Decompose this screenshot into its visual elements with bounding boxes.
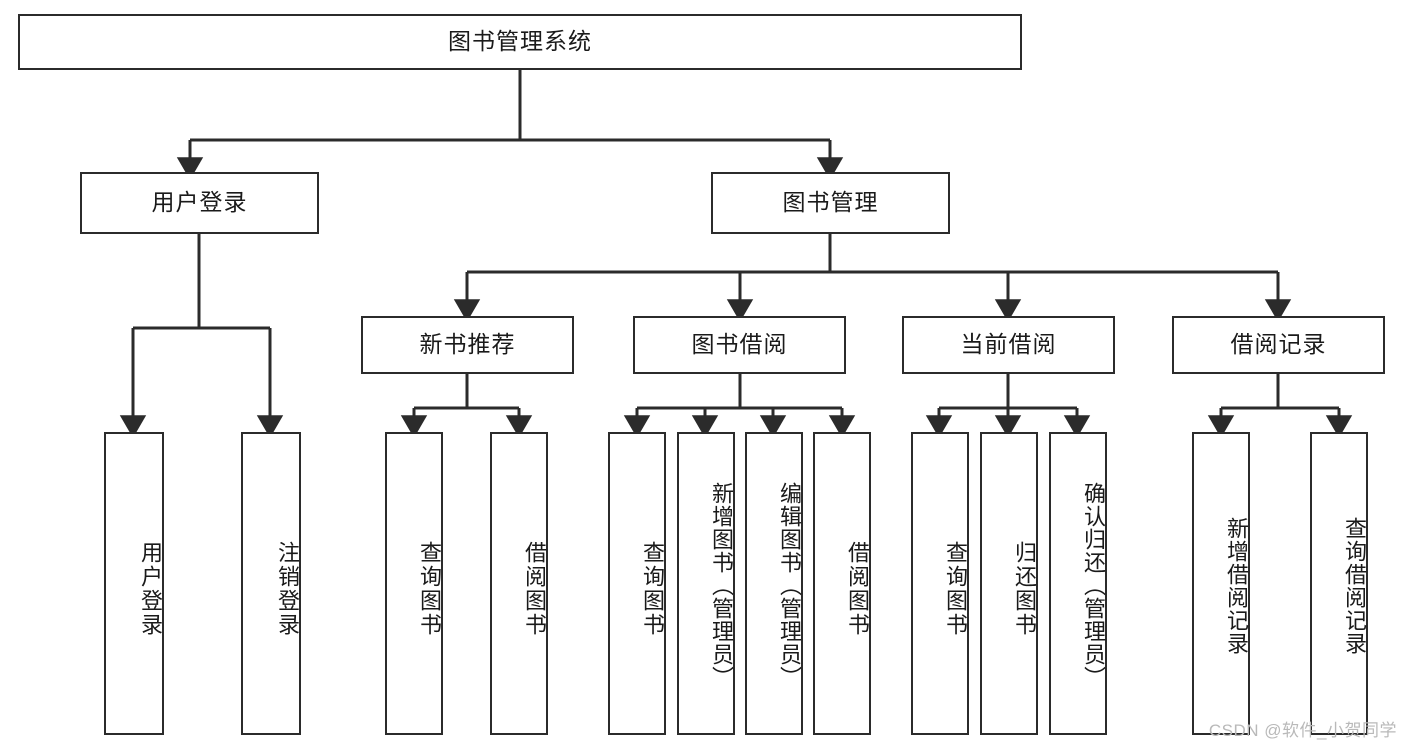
node-user-login[interactable]: 用户登录 <box>80 172 319 234</box>
node-leaf-borrow-book-1[interactable]: 借阅图书 <box>490 432 548 735</box>
node-leaf-query-record[interactable]: 查询借阅记录 <box>1310 432 1368 735</box>
node-leaf-add-book[interactable]: 新增图书（管理员） <box>677 432 735 735</box>
node-leaf-query-book-2[interactable]: 查询图书 <box>608 432 666 735</box>
node-borrow-record[interactable]: 借阅记录 <box>1172 316 1385 374</box>
node-leaf-user-logout[interactable]: 注销登录 <box>241 432 301 735</box>
node-leaf-return-book[interactable]: 归还图书 <box>980 432 1038 735</box>
watermark-text: CSDN @软件_小贺同学 <box>1208 721 1397 740</box>
node-leaf-add-record[interactable]: 新增借阅记录 <box>1192 432 1250 735</box>
node-book-manage[interactable]: 图书管理 <box>711 172 950 234</box>
node-leaf-confirm-return[interactable]: 确认归还（管理员） <box>1049 432 1107 735</box>
node-new-book-recommend[interactable]: 新书推荐 <box>361 316 574 374</box>
node-leaf-user-login[interactable]: 用户登录 <box>104 432 164 735</box>
node-root[interactable]: 图书管理系统 <box>18 14 1022 70</box>
node-leaf-query-book-3[interactable]: 查询图书 <box>911 432 969 735</box>
node-leaf-borrow-book-2[interactable]: 借阅图书 <box>813 432 871 735</box>
node-book-borrow[interactable]: 图书借阅 <box>633 316 846 374</box>
node-leaf-query-book-1[interactable]: 查询图书 <box>385 432 443 735</box>
node-leaf-edit-book[interactable]: 编辑图书（管理员） <box>745 432 803 735</box>
node-current-borrow[interactable]: 当前借阅 <box>902 316 1115 374</box>
